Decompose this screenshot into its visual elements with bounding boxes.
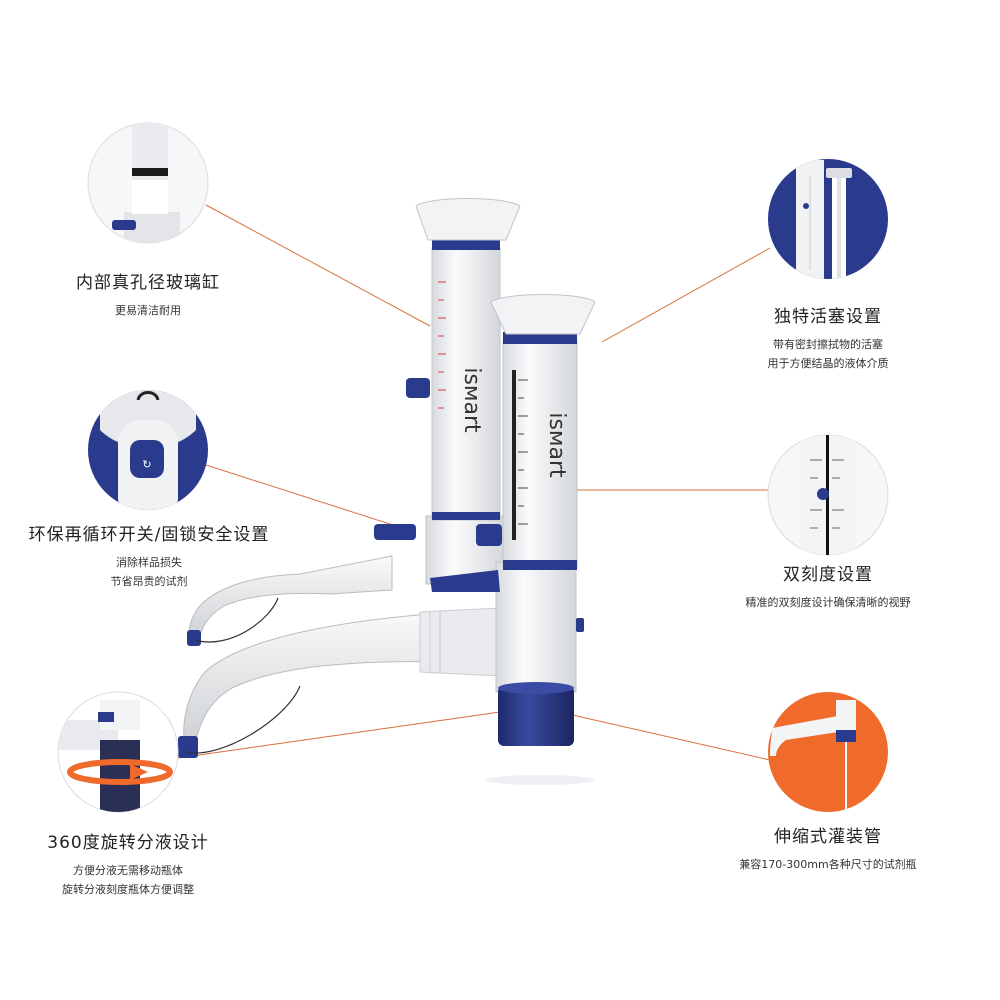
connector-line-piston	[601, 247, 771, 343]
feature-title: 360度旋转分液设计	[47, 833, 209, 853]
telescopic-tube-closeup-icon	[768, 692, 888, 812]
feature-desc: 精准的双刻度设计确保清晰的视野	[700, 593, 956, 612]
feature-desc: 消除样品损失 节省昂贵的试剂	[4, 553, 294, 591]
feature-title: 双刻度设置	[783, 565, 873, 585]
feature-piston: 独特活塞设置 带有密封擦拭物的活塞 用于方便结晶的液体介质	[718, 302, 938, 373]
brand-label-back: isмart	[459, 367, 484, 433]
feature-tube: 伸缩式灌装管 兼容170-300mm各种尺寸的试剂瓶	[712, 822, 944, 874]
glass-cylinder-closeup-icon	[87, 122, 209, 244]
piston-closeup-icon	[768, 159, 888, 279]
feature-inner-glass: 内部真孔径玻璃缸 更易清洁耐用	[48, 268, 248, 320]
recirculation-valve-closeup-icon: ↻	[88, 390, 208, 510]
feature-desc: 方便分液无需移动瓶体 旋转分液刻度瓶体方便调整	[28, 861, 228, 899]
feature-desc-line: 节省昂贵的试剂	[110, 575, 188, 588]
svg-text:↻: ↻	[142, 458, 151, 471]
feature-desc-line: 带有密封擦拭物的活塞	[773, 338, 883, 351]
feature-desc-line: 精准的双刻度设计确保清晰的视野	[745, 596, 911, 609]
rotation-arrow-closeup-icon	[57, 691, 179, 813]
feature-desc-line: 消除样品损失	[116, 556, 182, 569]
connector-line-valve	[205, 464, 394, 526]
feature-title: 环保再循环开关/固锁安全设置	[28, 525, 270, 545]
feature-desc-line: 旋转分液刻度瓶体方便调整	[62, 883, 194, 896]
feature-desc-line: 兼容170-300mm各种尺寸的试剂瓶	[739, 858, 917, 871]
feature-desc-line: 方便分液无需移动瓶体	[73, 864, 183, 877]
feature-rotation: 360度旋转分液设计 方便分液无需移动瓶体 旋转分液刻度瓶体方便调整	[28, 828, 228, 899]
feature-title: 内部真孔径玻璃缸	[76, 273, 220, 293]
connector-lines	[177, 204, 771, 761]
dual-scale-closeup-icon	[767, 434, 889, 556]
connector-line-tube	[567, 713, 771, 761]
feature-desc-line: 用于方便结晶的液体介质	[767, 357, 889, 370]
feature-title: 独特活塞设置	[774, 307, 882, 327]
feature-valve: 环保再循环开关/固锁安全设置 消除样品损失 节省昂贵的试剂	[4, 520, 294, 591]
feature-title: 伸缩式灌装管	[774, 827, 882, 847]
brand-label-front: isмart	[544, 412, 569, 478]
connector-line-glass	[205, 204, 431, 327]
feature-scale: 双刻度设置 精准的双刻度设计确保清晰的视野	[700, 560, 956, 612]
feature-desc: 兼容170-300mm各种尺寸的试剂瓶	[712, 855, 944, 874]
connector-line-rotation	[177, 711, 501, 759]
dispenser-front: isмart	[178, 294, 596, 785]
feature-desc-line: 更易清洁耐用	[115, 304, 181, 317]
feature-desc: 带有密封擦拭物的活塞 用于方便结晶的液体介质	[718, 335, 938, 373]
feature-desc: 更易清洁耐用	[48, 301, 248, 320]
